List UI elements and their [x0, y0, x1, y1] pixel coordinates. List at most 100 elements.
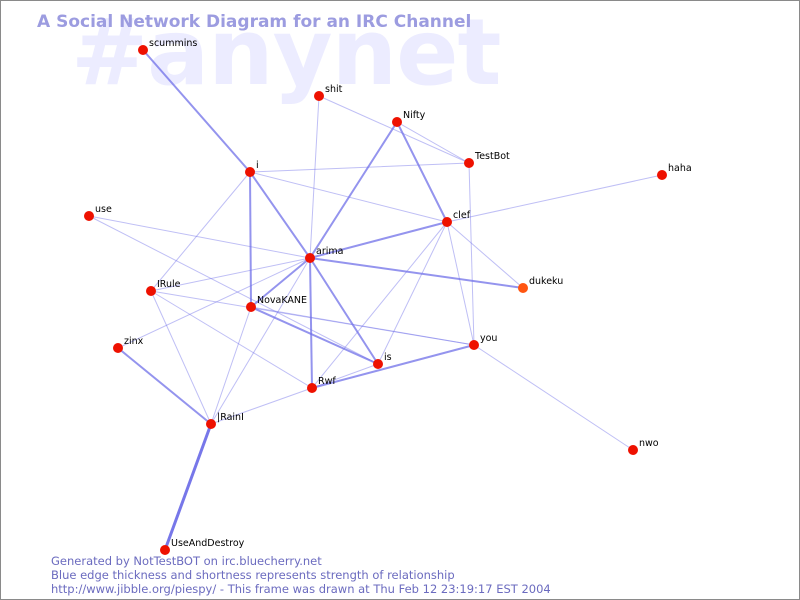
node-dot-use	[84, 211, 94, 221]
footer: Generated by NotTestBOT on irc.bluecherr…	[51, 554, 551, 596]
node-label-UseAndDestroy: UseAndDestroy	[171, 538, 245, 549]
node-label-dukeku: dukeku	[529, 276, 563, 287]
node-Nifty: Nifty	[392, 110, 426, 127]
edge-clef-Rwf	[311, 221, 448, 389]
edge-scummins-i	[142, 49, 251, 173]
edge-arima-is	[309, 257, 379, 365]
node-label-is: is	[384, 352, 392, 363]
edge-clef-dukeku	[446, 221, 524, 289]
node-you: you	[469, 333, 497, 350]
edge-i-arima	[249, 171, 311, 259]
node-arima: arima	[305, 246, 343, 263]
node-IRule: IRule	[146, 279, 181, 296]
node-clef: clef	[442, 210, 471, 227]
node-label-TestBot: TestBot	[474, 151, 510, 162]
edge-TestBot-i	[249, 162, 470, 173]
node-TestBot: TestBot	[464, 151, 510, 168]
edge-arima-dukeku	[309, 257, 524, 289]
edge-IRainI-UseAndDestroy	[163, 422, 213, 552]
node-Rwf: Rwf	[307, 376, 336, 393]
edge-Nifty-arima	[309, 121, 398, 259]
edge-Nifty-TestBot	[396, 121, 470, 164]
edge-IRainI-Rwf	[210, 387, 313, 425]
edge-NovaKANE-IRainI	[210, 306, 252, 425]
node-use: use	[84, 204, 112, 221]
node-label-zinx: zinx	[124, 336, 144, 347]
edge-use-is	[88, 215, 379, 365]
footer-generated-by: Generated by NotTestBOT on irc.bluecherr…	[51, 554, 322, 568]
edge-haha-clef	[446, 174, 663, 223]
node-dot-is	[373, 359, 383, 369]
node-haha: haha	[657, 163, 692, 180]
edge-IRule-you	[150, 290, 475, 346]
node-i: i	[245, 160, 259, 177]
footer-legend-note: Blue edge thickness and shortness repres…	[51, 568, 455, 582]
edge-IRule-Rwf	[150, 290, 313, 389]
node-dot-dukeku	[518, 283, 528, 293]
diagram-title: A Social Network Diagram for an IRC Chan…	[37, 12, 472, 32]
node-label-nwo: nwo	[639, 438, 659, 449]
node-dot-TestBot	[464, 158, 474, 168]
node-label-i: i	[256, 160, 259, 171]
edge-arima-IRule	[150, 257, 311, 292]
node-dot-UseAndDestroy	[160, 545, 170, 555]
node-NovaKANE: NovaKANE	[246, 295, 307, 312]
edge-i-clef	[249, 171, 448, 223]
node-nwo: nwo	[628, 438, 659, 455]
node-label-scummins: scummins	[149, 38, 197, 49]
node-zinx: zinx	[113, 336, 144, 353]
node-dot-zinx	[113, 343, 123, 353]
node-label-use: use	[95, 204, 112, 215]
edge-arima-Rwf	[309, 257, 313, 389]
edge-arima-NovaKANE	[250, 257, 311, 308]
edge-i-IRule	[150, 171, 251, 292]
edge-use-arima	[88, 215, 311, 259]
edge-is-Rwf	[311, 363, 379, 389]
node-dot-nwo	[628, 445, 638, 455]
node-label-clef: clef	[453, 210, 471, 221]
node-UseAndDestroy: UseAndDestroy	[160, 538, 245, 555]
edge-clef-arima	[309, 221, 448, 259]
node-dukeku: dukeku	[518, 276, 563, 293]
footer-url-timestamp: http://www.jibble.org/piespy/ - This fra…	[51, 582, 551, 596]
node-label-Rwf: Rwf	[318, 376, 336, 387]
edge-arima-zinx	[117, 257, 311, 349]
edge-you-Rwf	[311, 344, 475, 389]
node-scummins: scummins	[138, 38, 197, 55]
node-IRainI: |RainI	[206, 412, 244, 429]
node-dot-IRainI	[206, 419, 216, 429]
node-label-IRainI: |RainI	[217, 412, 244, 423]
node-dot-NovaKANE	[246, 302, 256, 312]
node-label-Nifty: Nifty	[403, 110, 426, 121]
node-dot-clef	[442, 217, 452, 227]
edge-clef-is	[377, 221, 448, 365]
edge-shit-arima	[309, 95, 320, 259]
node-label-NovaKANE: NovaKANE	[257, 295, 307, 306]
node-dot-haha	[657, 170, 667, 180]
edge-you-nwo	[473, 344, 634, 451]
node-dot-arima	[305, 253, 315, 263]
node-shit: shit	[314, 84, 343, 101]
node-label-shit: shit	[325, 84, 343, 95]
edge-Nifty-clef	[396, 121, 448, 223]
node-label-IRule: IRule	[157, 279, 181, 290]
node-label-arima: arima	[316, 246, 343, 257]
node-label-you: you	[480, 333, 497, 344]
node-dot-Nifty	[392, 117, 402, 127]
edge-clef-you	[446, 221, 475, 346]
node-dot-Rwf	[307, 383, 317, 393]
node-dot-shit	[314, 91, 324, 101]
edge-layer	[88, 49, 663, 552]
node-is: is	[373, 352, 392, 369]
edge-shit-TestBot	[318, 95, 470, 164]
edge-i-NovaKANE	[249, 171, 252, 308]
node-dot-IRule	[146, 286, 156, 296]
edge-TestBot-you	[468, 162, 475, 346]
edge-arima-IRainI	[210, 257, 311, 425]
edge-NovaKANE-you	[250, 306, 475, 346]
node-dot-i	[245, 167, 255, 177]
node-dot-scummins	[138, 45, 148, 55]
